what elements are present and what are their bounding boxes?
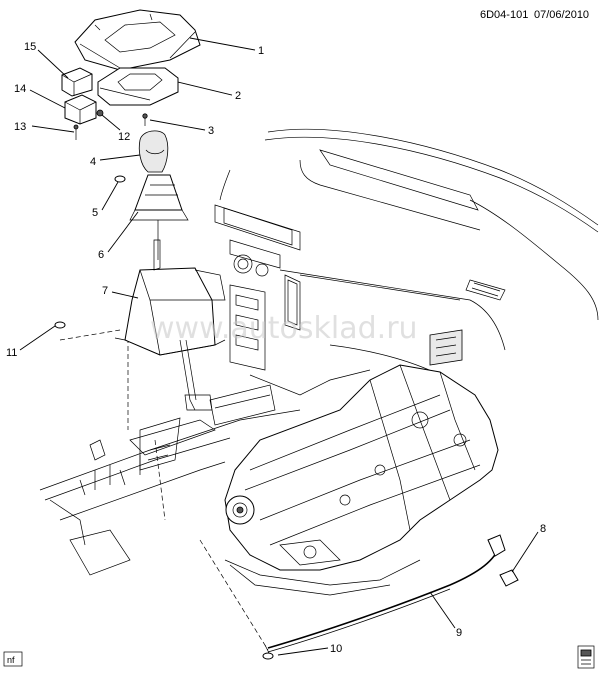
callout-9: 9 xyxy=(456,627,462,639)
callout-8: 8 xyxy=(540,523,546,535)
transmission-assembly xyxy=(209,364,499,596)
shifter-housing xyxy=(114,239,226,411)
fasteners xyxy=(54,113,519,660)
callout-14: 14 xyxy=(14,83,26,95)
console-trim-plate xyxy=(74,9,201,71)
diagram-date: 07/06/2010 xyxy=(534,9,589,21)
guide-lines xyxy=(59,329,269,651)
callout-5: 5 xyxy=(92,207,98,219)
callout-3: 3 xyxy=(208,125,214,137)
corner-tag: nf xyxy=(7,655,15,665)
callout-11: 11 xyxy=(6,347,17,359)
floor-console xyxy=(39,409,301,576)
callout-13: 13 xyxy=(14,121,26,133)
instrument-panel xyxy=(214,128,599,396)
callout-7: 7 xyxy=(102,285,108,297)
callout-4: 4 xyxy=(90,156,96,168)
callout-10: 10 xyxy=(330,643,342,655)
callout-numbers: 1 2 3 4 5 6 7 8 9 10 11 12 13 14 15 xyxy=(6,41,546,655)
callout-1: 1 xyxy=(258,45,264,57)
callout-6: 6 xyxy=(98,249,104,261)
shift-boot xyxy=(129,174,189,260)
leader-lines xyxy=(19,37,539,656)
callout-2: 2 xyxy=(235,90,241,102)
shifter-bezel xyxy=(97,67,179,106)
watermark: www.autosklad.ru xyxy=(150,311,418,346)
diagram-id: 6D04-101 xyxy=(480,9,528,21)
switch-assembly xyxy=(61,67,104,125)
callout-15: 15 xyxy=(24,41,36,53)
document-icon xyxy=(577,645,595,669)
corner-tag-box xyxy=(3,651,23,667)
shift-knob xyxy=(138,130,169,173)
shift-cable xyxy=(267,534,506,653)
callout-12: 12 xyxy=(118,131,130,143)
